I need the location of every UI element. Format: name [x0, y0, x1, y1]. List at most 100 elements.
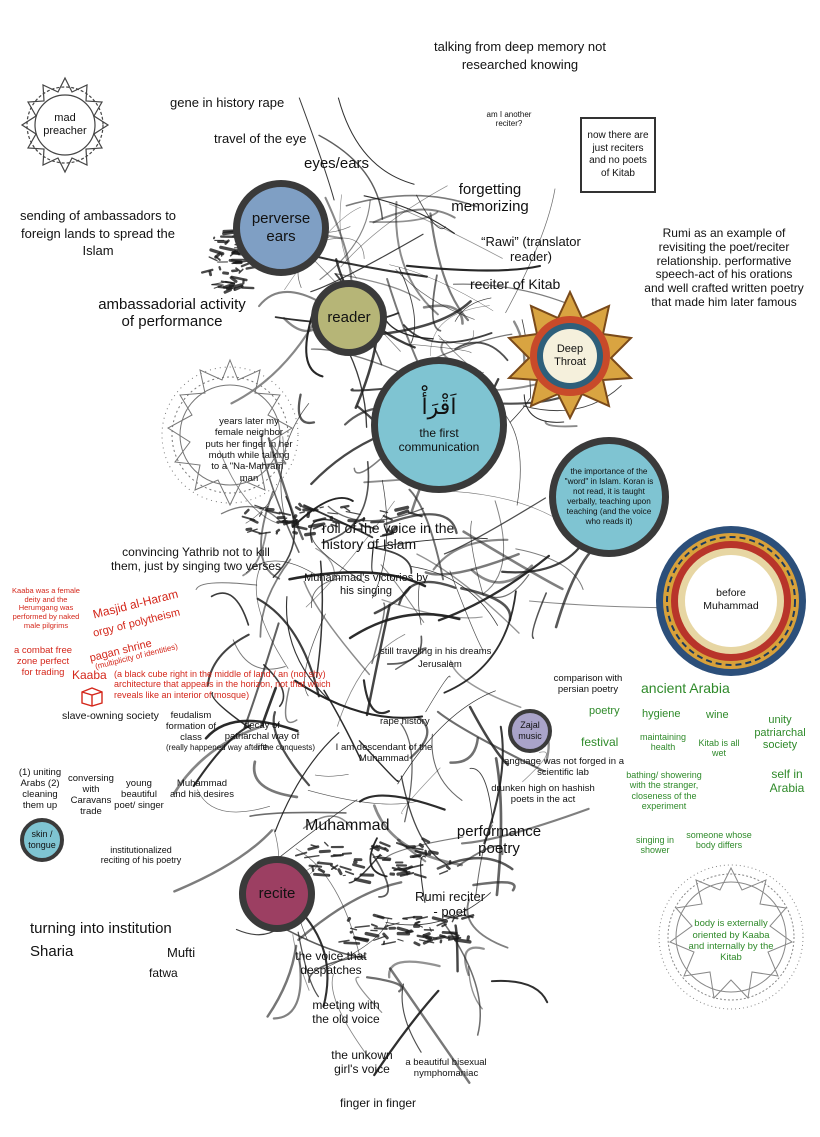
voice-despatches-label: the voice that despatches — [295, 949, 367, 977]
scribble-stroke — [297, 881, 403, 942]
scribble-stroke — [369, 211, 439, 223]
scribble-stroke — [332, 521, 339, 524]
scribble-stroke — [312, 517, 327, 523]
festival-label: festival — [581, 735, 619, 749]
scribble-stroke — [376, 856, 392, 861]
scribble-stroke — [418, 581, 422, 626]
scribble-stroke — [436, 710, 546, 773]
scribble-stroke — [218, 266, 222, 271]
perverse-ears-circle: perverse ears — [233, 180, 329, 276]
recite-label: recite — [258, 885, 296, 902]
scribble-stroke — [421, 837, 431, 844]
scribble-stroke — [400, 775, 448, 866]
scribble-stroke — [323, 841, 329, 847]
scribble-stroke — [276, 520, 289, 524]
scribble-stroke — [388, 203, 503, 259]
scribble-stroke — [219, 245, 237, 252]
scribble-stroke — [258, 531, 271, 535]
slave-society-label: slave-owning society — [62, 710, 159, 722]
scribble-stroke — [429, 212, 470, 322]
scribble-stroke — [302, 505, 315, 512]
scribble-stroke — [409, 716, 429, 759]
scribble-stroke — [265, 509, 281, 515]
scribble-stroke — [345, 511, 361, 515]
scribble-stroke — [522, 385, 622, 412]
scribble-stroke — [383, 513, 458, 535]
scribble-stroke — [414, 920, 420, 924]
roll-voice-label: roll of the voice in the history of Isla… — [322, 520, 455, 553]
scribble-stroke — [353, 877, 372, 885]
scribble-stroke — [383, 847, 389, 852]
scribble-stroke — [382, 514, 393, 521]
scribble-stroke — [416, 553, 520, 634]
muhammad-label: Muhammad — [305, 817, 390, 834]
scribble-stroke — [235, 267, 241, 273]
scribble-stroke — [229, 276, 238, 283]
scribble-stroke — [544, 420, 578, 428]
scribble-stroke — [395, 647, 427, 670]
scribble-stroke — [233, 284, 244, 292]
scribble-stroke — [313, 872, 331, 877]
drunken-label: drunken high on hashish poets in the act — [491, 783, 595, 805]
scribble-stroke — [295, 848, 361, 959]
conversing-label: conversing with Caravans trade — [68, 773, 114, 817]
scribble-stroke — [437, 554, 551, 622]
scribble-stroke — [293, 514, 298, 519]
reader-label: reader — [327, 309, 371, 326]
scribble-stroke — [372, 208, 456, 224]
scribble-stroke — [362, 679, 390, 715]
scribble-stroke — [522, 751, 547, 783]
scribble-stroke — [206, 633, 250, 687]
reader-circle: reader — [311, 280, 387, 356]
scribble-stroke — [443, 497, 547, 555]
scribble-stroke — [451, 917, 455, 923]
scribble-stroke — [447, 935, 460, 940]
scribble-stroke — [373, 989, 440, 1077]
bathing-label: bathing/ showering with the stranger, cl… — [626, 770, 702, 812]
scribble-stroke — [208, 256, 218, 262]
scribble-stroke — [365, 976, 403, 993]
scribble-stroke — [308, 954, 365, 984]
scribble-stroke — [431, 274, 442, 332]
scribble-stroke — [367, 537, 488, 549]
first-communication-label: the first communication — [398, 425, 480, 455]
scribble-stroke — [354, 925, 370, 929]
scribble-stroke — [243, 508, 250, 515]
scribble-stroke — [311, 535, 365, 583]
scribble-stroke — [305, 309, 324, 378]
scribble-stroke — [401, 983, 422, 1053]
scribble-stroke — [400, 723, 413, 823]
scribble-stroke — [396, 926, 409, 933]
scribble-stroke — [358, 740, 399, 783]
scribble-stroke — [373, 927, 388, 930]
scribble-stroke — [354, 936, 369, 943]
after-conquests-label: (really happened way after the conquests… — [166, 743, 315, 752]
scribble-stroke — [260, 686, 278, 727]
before-muhammad-ornament — [656, 526, 806, 676]
zajal-circle: Zajal music — [508, 709, 552, 753]
scribble-stroke — [232, 260, 242, 265]
scribble-stroke — [260, 433, 300, 553]
bisexual-label: a beautiful bisexual nymphomaniac — [405, 1057, 487, 1079]
scribble-stroke — [299, 511, 305, 514]
scribble-stroke — [379, 841, 391, 848]
scribble-stroke — [427, 850, 439, 855]
scribble-stroke — [294, 679, 424, 719]
scribble-stroke — [482, 500, 505, 595]
kaaba-cube-icon — [81, 687, 103, 707]
word-in-islam-label: the importance of the "word" in Islam. K… — [564, 467, 654, 526]
scribble-stroke — [394, 505, 410, 512]
scribble-stroke — [416, 923, 423, 928]
scribble-stroke — [389, 264, 494, 311]
scribble-stroke — [292, 934, 310, 991]
scribble-stroke — [348, 613, 461, 640]
scribble-stroke — [340, 504, 350, 509]
scribble-stroke — [391, 525, 398, 533]
scribble-stroke — [332, 854, 342, 857]
scribble-stroke — [211, 283, 224, 286]
fatwa-label: fatwa — [149, 966, 178, 980]
scribble-stroke — [454, 341, 509, 362]
scribble-stroke — [195, 582, 258, 591]
deep-throat-label: Deep Throat — [554, 342, 586, 368]
scribble-stroke — [370, 844, 380, 852]
